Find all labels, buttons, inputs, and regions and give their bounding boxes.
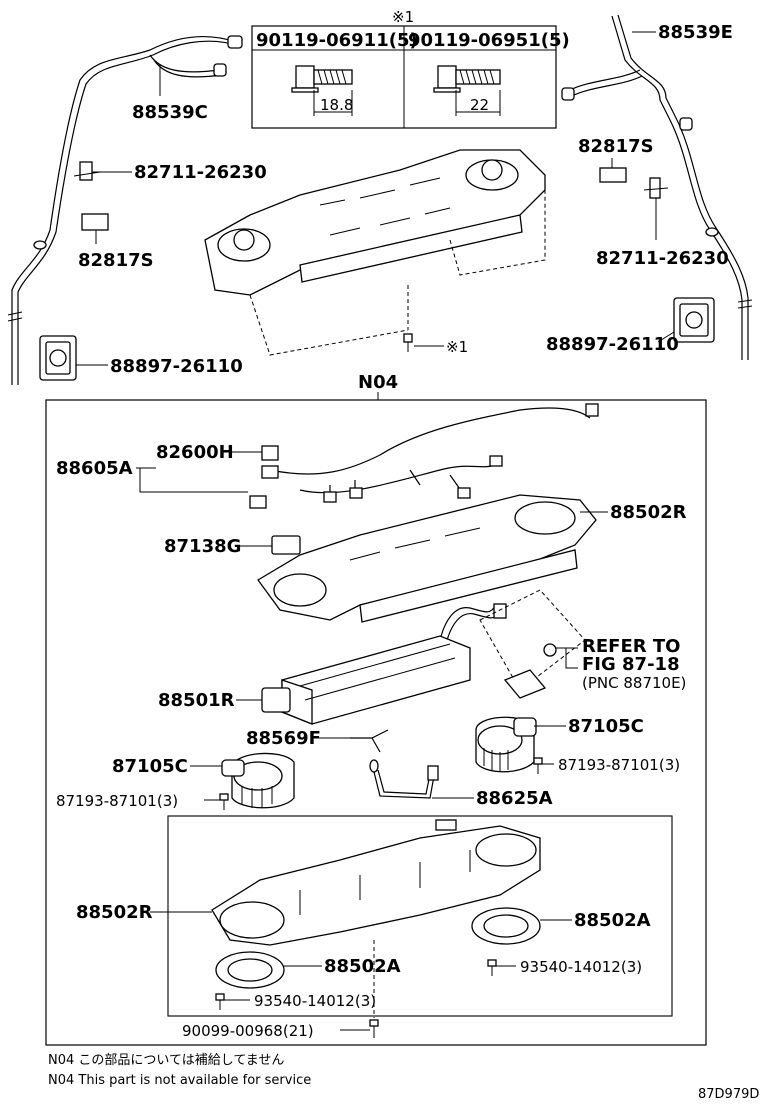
bolt-col2-length: 22 (470, 96, 489, 114)
plate-right (471, 907, 541, 945)
upper-case (257, 494, 597, 623)
grommet-right (673, 297, 715, 343)
label-blower-left: 87105C (112, 756, 188, 777)
label-harness: 88605A (56, 458, 133, 479)
label-plate-right: 88502A (574, 910, 651, 931)
bolt-icon (291, 65, 353, 93)
plate-left (215, 951, 285, 989)
temp-sensor (369, 759, 439, 799)
label-screw-plate-left: 93540-14012(3) (254, 992, 376, 1010)
wire-harness (249, 403, 599, 509)
expansion-valve-pipes (439, 589, 586, 699)
lower-case-box (167, 815, 673, 1017)
label-cushion-left: 82817S (78, 250, 154, 271)
bolt-col2-part: 90119-06951(5) (408, 30, 570, 51)
upper-housing-assembly (204, 149, 546, 296)
label-88539c: 88539C (132, 102, 208, 123)
assembly-dashlines (249, 190, 546, 356)
clip (350, 729, 389, 753)
cushion-right (599, 167, 627, 183)
pipe-assembly-left (7, 35, 243, 385)
note-en: N04 This part is not available for servi… (48, 1073, 311, 1088)
label-plate-left: 88502A (324, 956, 401, 977)
label-connector: 82600H (156, 442, 234, 463)
label-cushion-right: 82817S (578, 136, 654, 157)
refer-line1: REFER TO (582, 636, 680, 657)
refer-line3: (PNC 88710E) (582, 674, 686, 692)
label-screw-right: 87193-87101(3) (558, 756, 680, 774)
bolt-table: ※1 90119-06911(5) 90119-06951(5) 18.8 (251, 8, 570, 129)
bolt-table-marker: ※1 (392, 8, 414, 26)
label-sensor: 88625A (476, 788, 553, 809)
leader-harness (136, 467, 248, 493)
blower-motor-left (221, 752, 295, 809)
label-screw-plate-right: 93540-14012(3) (520, 958, 642, 976)
bolt-icon (433, 65, 501, 93)
blower-motor-right (475, 716, 537, 773)
label-resistor: 87138G (164, 536, 241, 557)
group-box (45, 399, 707, 1046)
label-evaporator: 88501R (158, 690, 235, 711)
lower-case (211, 819, 541, 946)
label-clamp-right: 82711-26230 (596, 248, 729, 269)
screw-icon (215, 993, 225, 1010)
clamp-right (643, 177, 669, 199)
grommet-left (39, 335, 77, 381)
cushion-left (81, 213, 109, 231)
label-screw-left: 87193-87101(3) (56, 792, 178, 810)
diagram-id: 87D979D (698, 1087, 759, 1102)
bolt-col1-part: 90119-06911(5) (256, 30, 418, 51)
leader-refer (556, 647, 578, 669)
screw-icon (219, 793, 229, 810)
pipe-assembly-right (561, 14, 753, 360)
clamp-left (73, 161, 101, 181)
label-bolt-marker: ※1 (446, 338, 468, 356)
bolt-icon (403, 333, 413, 352)
label-grommet-left: 88897-26110 (110, 356, 243, 377)
evaporator (261, 635, 471, 725)
refer-line2: FIG 87-18 (582, 654, 680, 675)
screw-icon (487, 959, 497, 976)
label-case-screw: 90099-00968(21) (182, 1022, 314, 1040)
label-grommet-right: 88897-26110 (546, 334, 679, 355)
label-blower-right: 87105C (568, 716, 644, 737)
bolt-col1-length: 18.8 (320, 96, 353, 114)
screw-icon (369, 1019, 379, 1038)
label-group: N04 (358, 372, 398, 393)
label-88539e: 88539E (658, 22, 733, 43)
leader-grommet-right (657, 331, 675, 343)
screw-icon (533, 757, 543, 774)
label-clamp-left: 82711-26230 (134, 162, 267, 183)
label-upper-case: 88502R (610, 502, 687, 523)
label-lower-case: 88502R (76, 902, 153, 923)
note-jp: N04 この部品については補給してません (48, 1053, 284, 1068)
resistor (271, 535, 301, 555)
label-clip: 88569F (246, 728, 321, 749)
